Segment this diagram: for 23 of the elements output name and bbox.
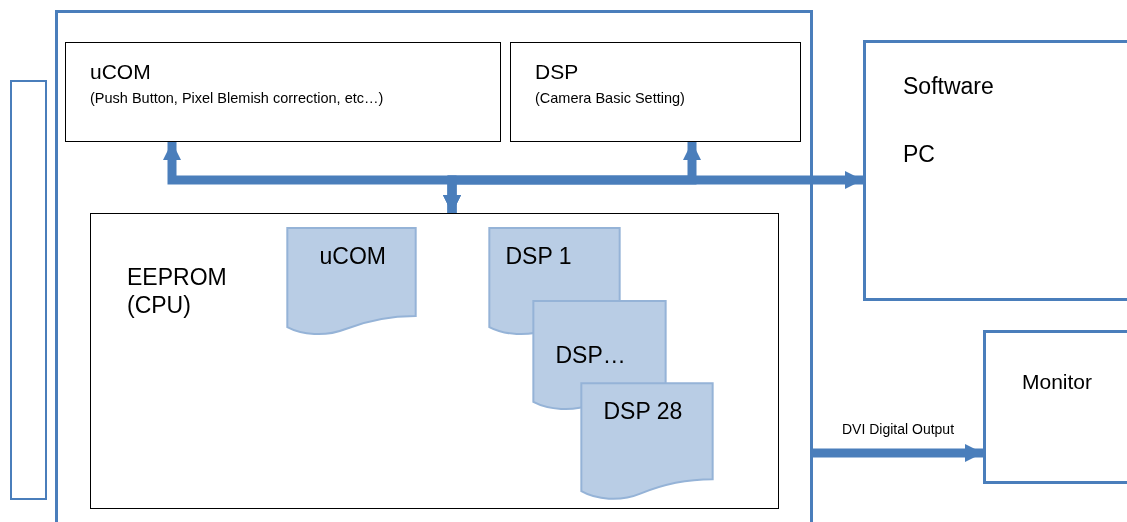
- module-box: [90, 213, 779, 509]
- box-title: EEPROM (CPU): [127, 264, 228, 320]
- box-title: Monitor: [1022, 369, 1093, 395]
- box-title: uCOM: [90, 59, 151, 85]
- document-label: DSP 1: [505, 242, 572, 271]
- document-label: DSP 28: [603, 397, 683, 426]
- module-box: [510, 42, 801, 142]
- device-label: PC: [903, 140, 935, 169]
- box-subtitle: (Camera Basic Setting): [535, 90, 685, 107]
- side-bar: [10, 80, 47, 500]
- box-title: DSP: [535, 59, 579, 85]
- camera-frame: [55, 10, 813, 522]
- bus-arrow: [813, 444, 983, 462]
- bus-arrow: [443, 171, 863, 213]
- module-box: [65, 42, 501, 142]
- document-shape: [285, 226, 417, 337]
- document-shape: [579, 381, 714, 502]
- device-box: [983, 330, 1127, 484]
- document-label: DSP…: [555, 341, 626, 370]
- device-box: [863, 40, 1127, 301]
- box-subtitle: (Push Button, Pixel Blemish correction, etc…): [90, 90, 384, 107]
- document-label: uCOM: [319, 242, 386, 271]
- software-label: Software: [903, 73, 994, 101]
